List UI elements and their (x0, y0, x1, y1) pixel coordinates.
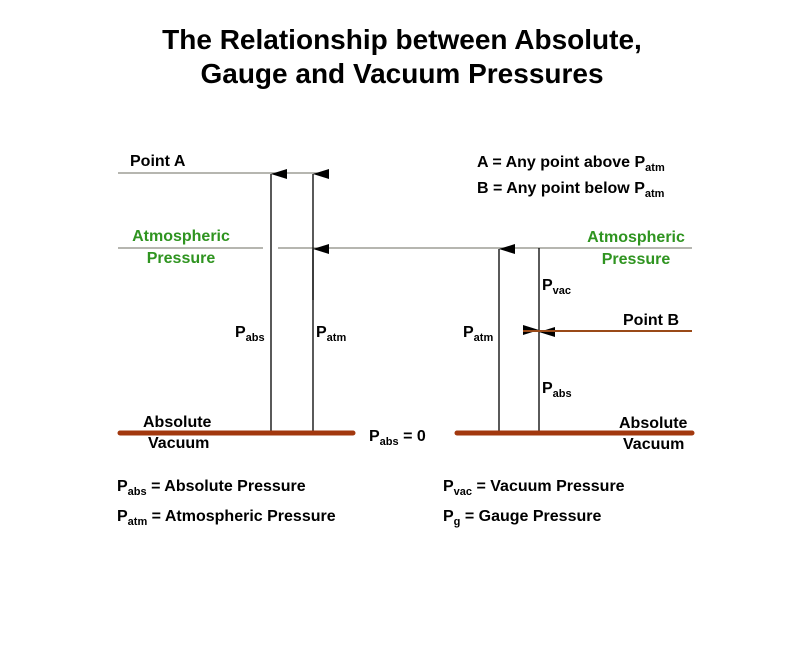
legend-p-abs: Pabs = Absolute Pressure (117, 478, 306, 498)
point-b-definition: B = Any point below Patm (477, 180, 665, 200)
p-abs-label-right: Pabs (542, 380, 572, 400)
title-line-1: The Relationship between Absolute, (162, 24, 642, 55)
point-b-label: Point B (623, 312, 679, 329)
pressure-label-right: Pressure (602, 251, 671, 268)
absolute-label-left: Absolute (143, 414, 212, 431)
pressure-label-left: Pressure (147, 250, 216, 267)
vacuum-label-left: Vacuum (148, 435, 209, 452)
p-atm-label-left: Patm (316, 324, 346, 344)
p-atm-label-right: Patm (463, 324, 493, 344)
atmospheric-label-left: Atmospheric (132, 228, 230, 245)
absolute-label-right: Absolute (619, 415, 688, 432)
legend-p-g: Pg = Gauge Pressure (443, 508, 601, 528)
legend-p-atm: Patm = Atmospheric Pressure (117, 508, 336, 528)
legend-p-vac: Pvac = Vacuum Pressure (443, 478, 625, 498)
title-line-2: Gauge and Vacuum Pressures (200, 58, 603, 89)
p-vac-label: Pvac (542, 277, 571, 297)
vacuum-label-right: Vacuum (623, 436, 684, 453)
atmospheric-label-right: Atmospheric (587, 229, 685, 246)
point-a-definition: A = Any point above Patm (477, 154, 665, 174)
point-a-label: Point A (130, 153, 186, 170)
p-abs-label-left: Pabs (235, 324, 265, 344)
p-abs-zero-label: Pabs = 0 (369, 428, 426, 448)
